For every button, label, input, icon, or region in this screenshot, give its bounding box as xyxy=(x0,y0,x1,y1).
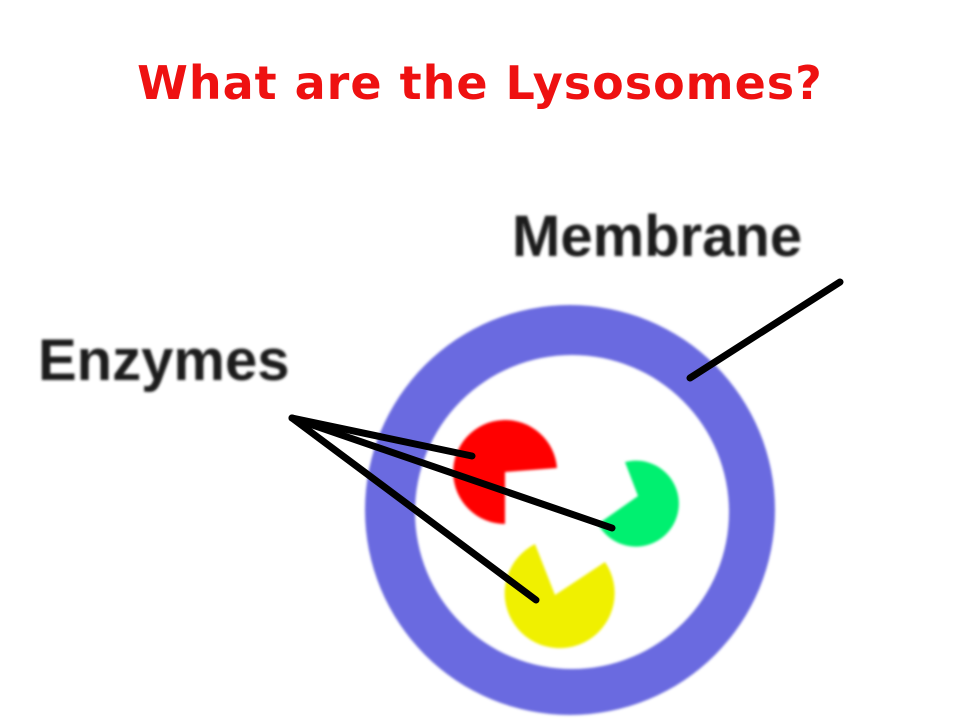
enzyme-pointer-line-green xyxy=(288,414,616,532)
enzymes-label: Enzymes xyxy=(38,328,289,393)
enzyme-yellow xyxy=(504,544,615,649)
page-title: What are the Lysosomes? xyxy=(137,56,823,110)
membrane-pointer-line xyxy=(686,278,844,382)
enzyme-green xyxy=(598,460,679,547)
membrane-label: Membrane xyxy=(512,204,802,269)
enzyme-pointer-line-yellow xyxy=(288,414,540,604)
enzyme-red xyxy=(453,420,557,524)
enzyme-pointer-line-red xyxy=(288,414,476,460)
